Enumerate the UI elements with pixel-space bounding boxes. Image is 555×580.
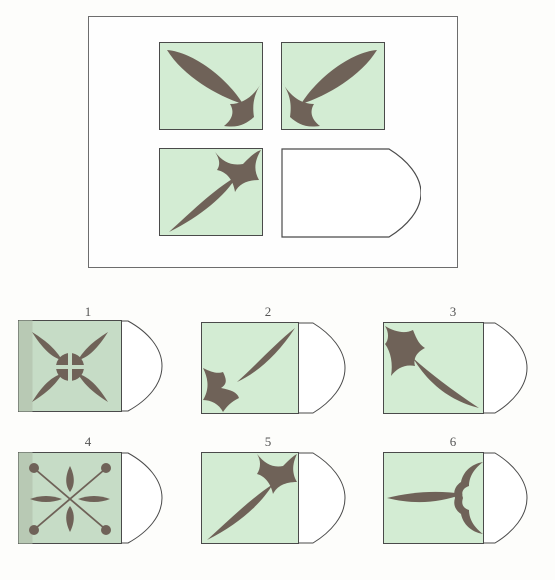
option-6[interactable]: 6 xyxy=(383,435,528,549)
option-5[interactable]: 5 xyxy=(201,435,346,549)
puzzle-tile-bottom-left xyxy=(159,148,263,236)
answer-slot xyxy=(281,148,421,238)
option-4[interactable]: 4 xyxy=(18,435,163,549)
puzzle-tile-top-left xyxy=(159,42,263,130)
option-number: 3 xyxy=(449,304,457,319)
option-number: 2 xyxy=(264,304,272,319)
option-number: 1 xyxy=(84,304,92,319)
option-number: 6 xyxy=(449,434,457,449)
option-3[interactable]: 3 xyxy=(383,305,528,419)
puzzle-tile-top-right xyxy=(281,42,385,130)
option-1[interactable]: 1 xyxy=(18,305,163,417)
option-number: 4 xyxy=(84,434,92,449)
option-number: 5 xyxy=(264,434,272,449)
option-2[interactable]: 2 xyxy=(201,305,346,419)
